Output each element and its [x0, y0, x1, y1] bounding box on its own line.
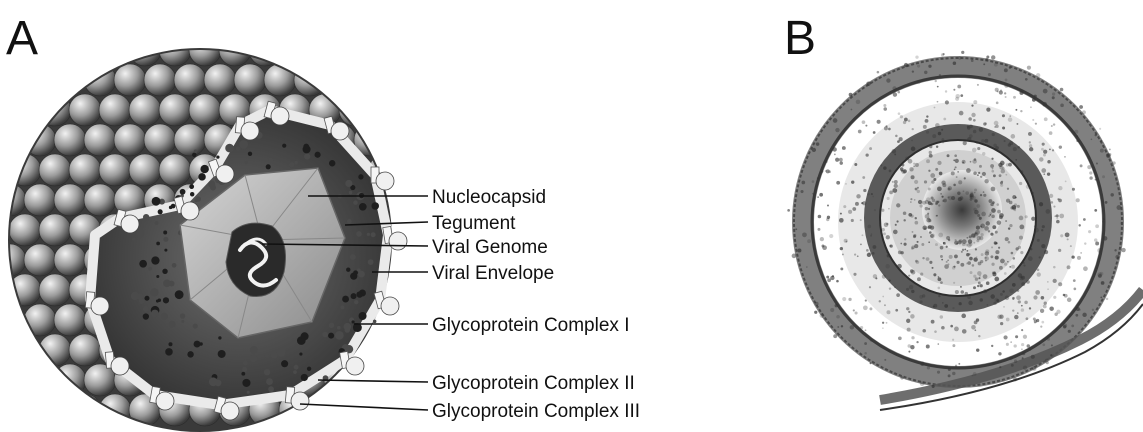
- label-glycoprotein-complex-3: Glycoprotein Complex III: [432, 401, 640, 422]
- label-viral-envelope: Viral Envelope: [432, 263, 554, 284]
- virion-illustration: [0, 34, 431, 432]
- callout-labels: Nucleocapsid Tegument Viral Genome Viral…: [432, 187, 640, 422]
- panel-label-b: B: [784, 12, 816, 65]
- electron-micrograph: [770, 51, 1143, 432]
- label-nucleocapsid: Nucleocapsid: [432, 187, 546, 208]
- panel-label-a: A: [6, 12, 38, 65]
- label-viral-genome: Viral Genome: [432, 237, 548, 258]
- label-tegument: Tegument: [432, 213, 516, 234]
- label-glycoprotein-complex-1: Glycoprotein Complex I: [432, 315, 629, 336]
- label-glycoprotein-complex-2: Glycoprotein Complex II: [432, 373, 635, 394]
